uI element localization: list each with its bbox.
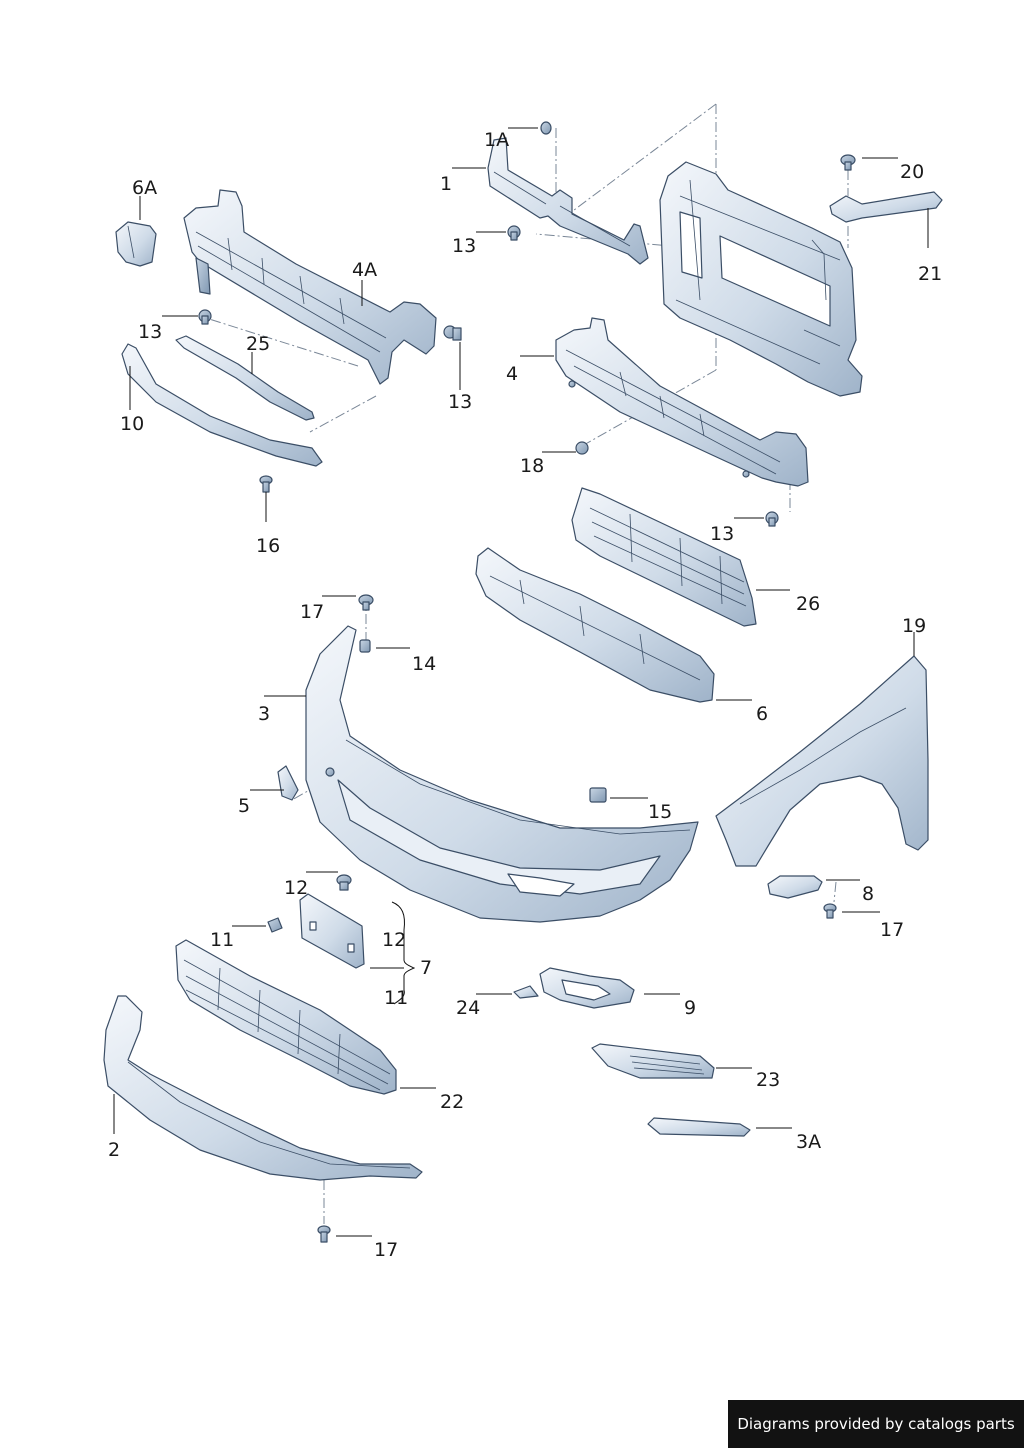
- part-4-reinforcement: [555, 317, 809, 487]
- callout-15: 15: [648, 801, 672, 823]
- part-6A-stop: [115, 221, 157, 267]
- callout-17-right: 17: [880, 919, 904, 941]
- part-1A-clip: [540, 121, 552, 135]
- callout-18: 18: [520, 455, 544, 477]
- screw-13-group: [198, 225, 779, 527]
- callout-22: 22: [440, 1091, 464, 1113]
- callout-23: 23: [756, 1069, 780, 1091]
- callout-8: 8: [862, 883, 874, 905]
- screw-11: [267, 917, 283, 933]
- part-24-trim: [513, 985, 539, 999]
- part-9-bracket: [539, 967, 635, 1009]
- part-lock-carrier: [659, 161, 863, 397]
- screw-17-right: [823, 903, 837, 919]
- callout-12-b: 12: [382, 929, 406, 951]
- credit-banner: Diagrams provided by catalogs parts: [728, 1400, 1024, 1448]
- part-25-strip: [175, 335, 315, 421]
- callout-3: 3: [258, 703, 270, 725]
- part-2-spoiler: [103, 995, 423, 1181]
- callout-13-top: 13: [452, 235, 476, 257]
- part-19-wing: [715, 655, 929, 867]
- part-22-grille: [175, 939, 397, 1095]
- callout-5: 5: [238, 795, 250, 817]
- callout-2: 2: [108, 1139, 120, 1161]
- callout-17-bottom: 17: [374, 1239, 398, 1261]
- callout-6A: 6A: [132, 177, 157, 199]
- part-1-upper-bracket: [487, 137, 649, 265]
- callout-26: 26: [796, 593, 820, 615]
- callout-20: 20: [900, 161, 924, 183]
- screw-13-right: [765, 511, 779, 527]
- part-4A-crash-bar: [183, 189, 437, 385]
- callout-14: 14: [412, 653, 436, 675]
- callout-25: 25: [246, 333, 270, 355]
- part-7-plate-bracket: [299, 893, 365, 969]
- leader-lines: [113, 127, 929, 1237]
- callout-21: 21: [918, 263, 942, 285]
- part-10-strip: [121, 343, 323, 467]
- screw-20: [840, 154, 856, 171]
- callout-12-a: 12: [284, 877, 308, 899]
- callout-1A: 1A: [484, 129, 509, 151]
- clip-12: [336, 874, 352, 891]
- clip-15: [589, 787, 607, 803]
- nut-18: [575, 441, 589, 455]
- callout-9: 9: [684, 997, 696, 1019]
- part-6-absorber: [475, 547, 715, 703]
- part-26-shutter: [571, 487, 757, 627]
- part-3-bumper-cover: [305, 625, 699, 923]
- callout-10: 10: [120, 413, 144, 435]
- callout-4: 4: [506, 363, 518, 385]
- callout-7: 7: [420, 957, 432, 979]
- callout-17-top: 17: [300, 601, 324, 623]
- callout-13-mid: 13: [448, 391, 472, 413]
- screw-13-mid: [443, 325, 462, 341]
- part-8-bracket: [767, 875, 823, 899]
- callout-19: 19: [902, 615, 926, 637]
- callout-4A: 4A: [352, 259, 377, 281]
- screw-13-left: [198, 309, 212, 325]
- callout-11-a: 11: [210, 929, 234, 951]
- callout-16: 16: [256, 535, 280, 557]
- callout-3A: 3A: [796, 1131, 821, 1153]
- callout-13-left: 13: [138, 321, 162, 343]
- part-21-bracket: [829, 191, 943, 223]
- screw-13-top: [507, 225, 521, 241]
- callout-13-right: 13: [710, 523, 734, 545]
- callout-1: 1: [440, 173, 452, 195]
- callout-labels: 1A 1 13 20 21 6A 4A 13 25 13 10 4 18 16 …: [108, 129, 942, 1261]
- callout-6: 6: [756, 703, 768, 725]
- part-5-cap: [277, 765, 299, 801]
- clip-14: [359, 639, 371, 653]
- part-23-insert: [591, 1043, 715, 1079]
- part-3A-strip: [647, 1117, 751, 1137]
- screw-16: [259, 475, 273, 493]
- callout-11-b: 11: [384, 987, 408, 1009]
- callout-24: 24: [456, 997, 480, 1019]
- screw-17-bottom: [317, 1225, 331, 1243]
- screw-17-top: [358, 594, 374, 611]
